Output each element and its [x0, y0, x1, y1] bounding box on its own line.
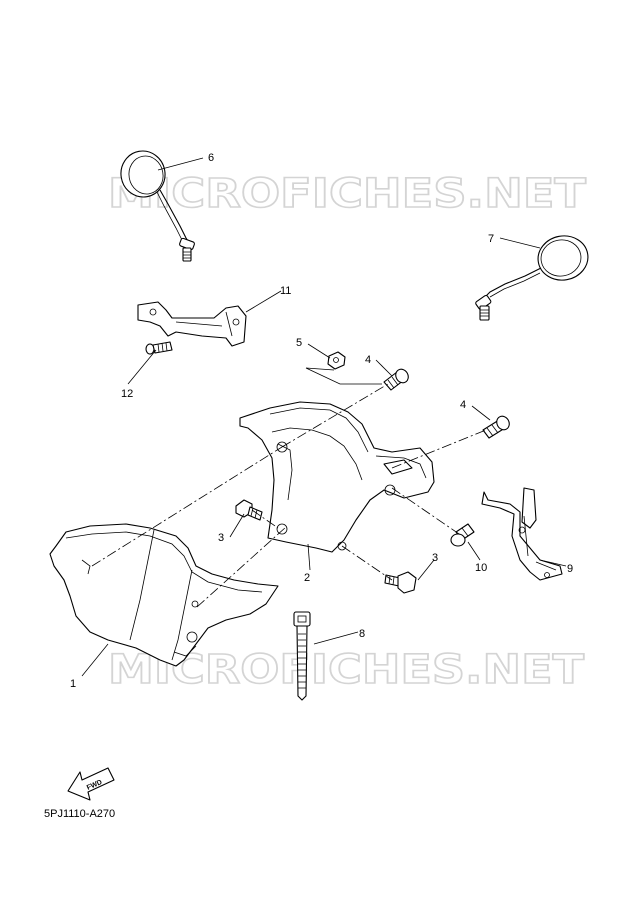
- watermark-top: MICROFICHES.NET: [108, 171, 587, 217]
- part-12-screw: [145, 341, 173, 355]
- alignment-lines: [91, 383, 487, 608]
- callout-11: 11: [280, 285, 291, 297]
- fwd-arrow-icon: FWD: [67, 767, 115, 801]
- callout-2: 2: [304, 572, 310, 584]
- callout-4-right: 4: [460, 399, 466, 411]
- part-3-bolt-lower: [384, 571, 417, 594]
- part-5-nut: [327, 351, 346, 370]
- leader-lines: [81, 157, 567, 677]
- part-9-bracket: [481, 487, 563, 581]
- part-7-right-mirror: [475, 235, 589, 321]
- callout-9: 9: [567, 563, 573, 575]
- callout-7: 7: [488, 233, 494, 245]
- callout-8: 8: [359, 628, 365, 640]
- callout-3-left: 3: [218, 532, 224, 544]
- part-6-left-mirror: [120, 150, 195, 262]
- callout-12: 12: [121, 388, 133, 400]
- part-10-clip: [450, 523, 475, 547]
- part-8-cable-tie: [293, 611, 311, 701]
- callouts: 1 2 3 3 4 4 5 6 7 8 9 10 11 12: [70, 152, 573, 690]
- callout-5: 5: [296, 337, 302, 349]
- part-3-bolt-left: [235, 499, 263, 521]
- part-1-front-cover: [49, 523, 279, 667]
- part-4-screw-right: [482, 415, 510, 439]
- callout-10: 10: [475, 562, 487, 574]
- callout-1: 1: [70, 678, 76, 690]
- callout-4-upper: 4: [365, 354, 371, 366]
- callout-6: 6: [208, 152, 214, 164]
- drawing-code: 5PJ1110-A270: [44, 808, 115, 820]
- callout-3-right: 3: [432, 552, 438, 564]
- part-4-screw-upper: [383, 368, 409, 391]
- part-11-bracket: [137, 301, 247, 347]
- part-2-rear-cover: [239, 401, 435, 553]
